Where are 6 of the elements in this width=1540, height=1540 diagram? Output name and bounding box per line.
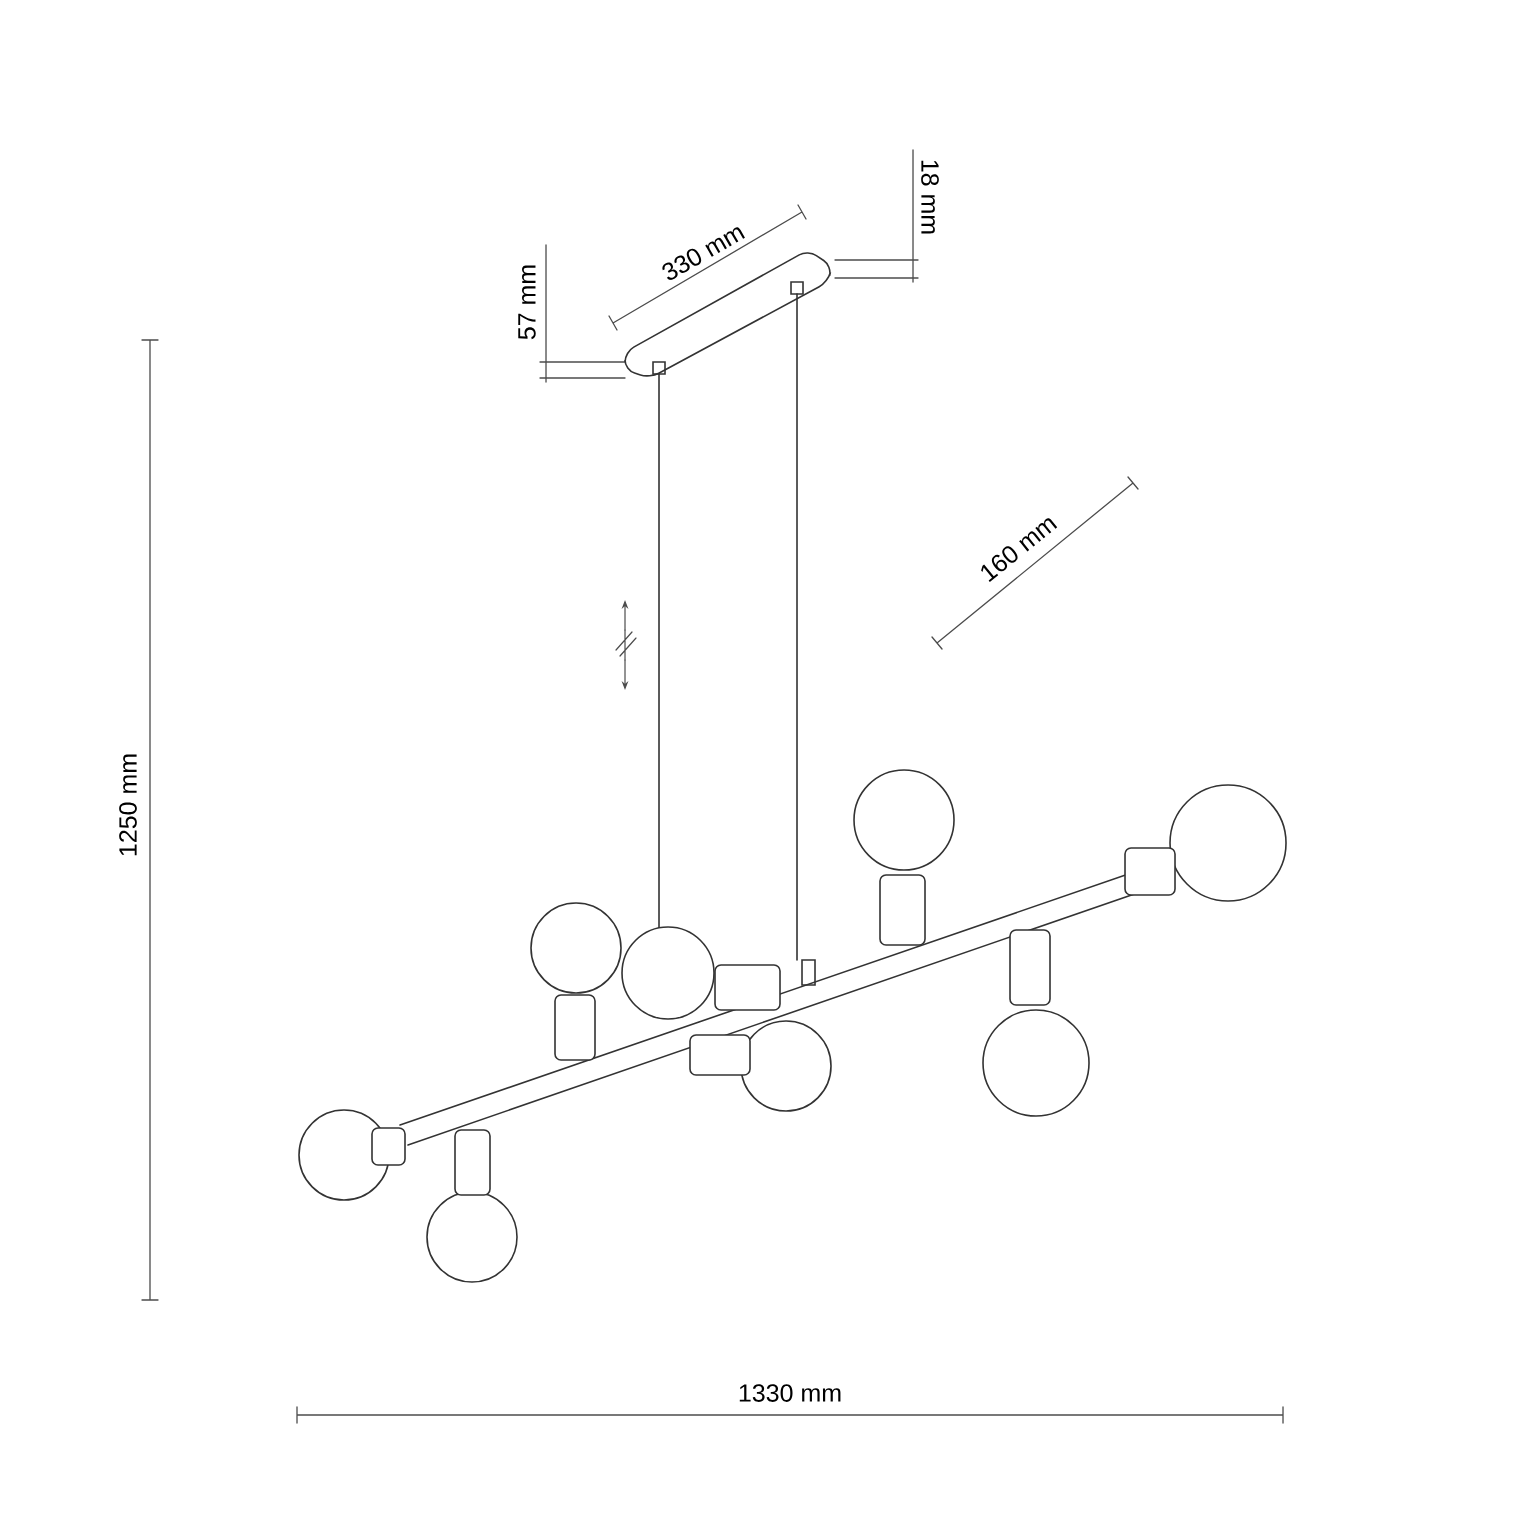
dimension-label: 57 mm <box>518 265 536 340</box>
dimension-label: 160 mm <box>981 518 1058 582</box>
dimension-label: 1330 mm <box>739 1384 841 1402</box>
dimension-label: 330 mm <box>662 227 745 280</box>
dimension-label: 18 mm <box>921 160 939 234</box>
dimension-label: 1250 mm <box>119 754 137 856</box>
